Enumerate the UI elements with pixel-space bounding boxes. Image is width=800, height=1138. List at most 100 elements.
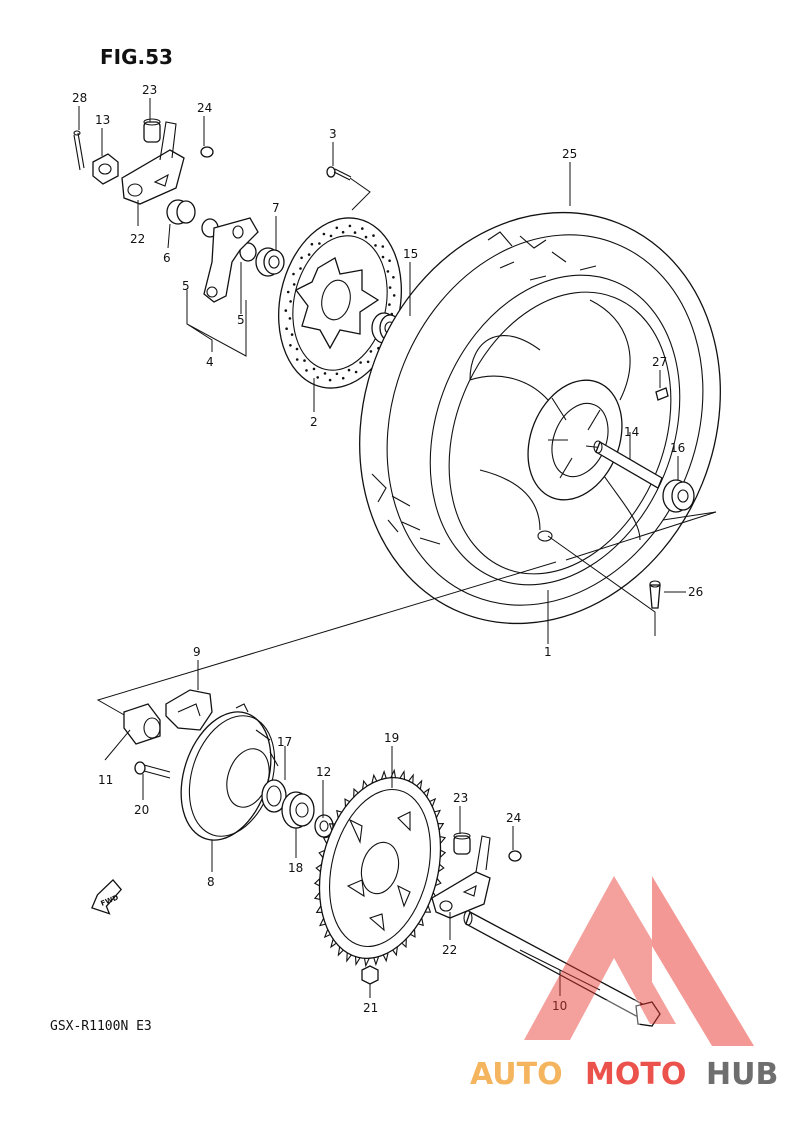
disc-hole (341, 376, 345, 380)
disc-hole (292, 272, 295, 276)
sprocket-tooth (438, 863, 445, 872)
sprocket-tooth (408, 773, 414, 784)
sprocket-tooth (315, 905, 323, 913)
sprocket-tooth (434, 809, 442, 819)
sprocket-tooth (401, 938, 407, 949)
disc-hole (392, 276, 395, 279)
disc-hole (286, 290, 290, 294)
sprocket-tooth (346, 952, 352, 963)
watermark-text-hub: HUB (706, 1057, 778, 1092)
disc-hole (318, 242, 321, 245)
sprocket-tooth (399, 769, 406, 780)
part-28-cotter-pin (73, 130, 85, 171)
watermark-logo-icon (524, 876, 754, 1046)
callout-17: 17 (277, 735, 292, 749)
disc-hole (292, 283, 296, 286)
disc-hole (392, 294, 396, 297)
sprocket-tooth (410, 929, 416, 938)
watermark-text-moto: MOTO (585, 1057, 686, 1092)
callout-24-lower: 24 (506, 811, 521, 825)
rear-wheel-assembly (359, 211, 721, 625)
sprocket-tooth (371, 773, 378, 784)
disc-hole (329, 234, 333, 238)
sprocket-tooth (354, 956, 361, 967)
part-17-oil-seal (261, 779, 287, 813)
sprocket-tooth (416, 779, 423, 790)
part-22-chain-adjuster-lower (431, 835, 491, 919)
sprocket-tooth (392, 946, 398, 957)
fwd-arrow-icon: FWD (91, 878, 123, 915)
callout-16: 16 (670, 441, 685, 455)
part-24-clip-lower (508, 850, 522, 862)
disc-hole (386, 270, 390, 273)
disc-hole (381, 245, 385, 248)
callout-26: 26 (688, 585, 703, 599)
figure-title: FIG.53 (100, 45, 173, 69)
sprocket-tooth (322, 836, 330, 844)
callout-8: 8 (207, 875, 215, 889)
disc-hole (310, 242, 314, 246)
callout-9: 9 (193, 645, 201, 659)
disc-hole (316, 376, 320, 379)
sprocket-tooth (318, 917, 326, 927)
disc-hole (307, 253, 311, 256)
part-10-axle (463, 910, 661, 1027)
part-4-caliper-bracket (203, 217, 259, 303)
part-20-bolt (134, 761, 171, 779)
sprocket-tooth (323, 929, 331, 939)
sprocket-tooth (425, 905, 432, 913)
sprocket-tooth (435, 878, 442, 887)
disc-hole (328, 378, 332, 382)
disc-hole (295, 347, 299, 351)
part-23-adjuster-lower (453, 832, 471, 855)
part-19-sprocket (318, 776, 442, 960)
callout-28: 28 (72, 91, 87, 105)
sprocket-tooth (382, 952, 389, 963)
part-22-chain-adjuster (121, 121, 185, 205)
disc-hole (312, 367, 316, 371)
callout-12: 12 (316, 765, 331, 779)
callout-22: 22 (130, 232, 145, 246)
part-21-nut (361, 965, 379, 985)
part-23-adjuster (143, 118, 161, 143)
sprocket-tooth (318, 849, 325, 858)
disc-hole (295, 358, 299, 361)
disc-hole (348, 224, 352, 228)
disc-hole (341, 230, 345, 234)
sprocket-tooth (429, 797, 437, 807)
disc-hole (366, 360, 370, 364)
sprocket-tooth (353, 787, 359, 798)
sprocket-tooth (313, 892, 321, 900)
callout-23-lower: 23 (453, 791, 468, 805)
part-3-bolt (326, 166, 352, 181)
sprocket-tooth (418, 917, 424, 927)
callout-24: 24 (197, 101, 212, 115)
disc-hole (354, 370, 358, 374)
disc-hole (323, 372, 327, 375)
part-24-clip (200, 146, 214, 158)
part-13-nut (92, 153, 119, 185)
callout-1: 1 (544, 645, 552, 659)
part-2-brake-disc (277, 217, 403, 389)
sprocket-tooth (328, 823, 335, 831)
disc-hole (303, 359, 306, 362)
part-14-spacer-tube (593, 440, 663, 489)
callout-5b: 5 (237, 313, 245, 327)
callout-10: 10 (552, 999, 567, 1013)
sprocket-tooth (362, 779, 368, 790)
callout-27: 27 (652, 355, 667, 369)
sprocket-tooth (315, 864, 322, 873)
disc-hole (290, 333, 294, 336)
disc-hole (361, 227, 364, 230)
callout-23: 23 (142, 83, 157, 97)
part-27-balance-weight (655, 387, 669, 401)
callout-4: 4 (206, 355, 214, 369)
disc-hole (388, 303, 391, 306)
callout-3: 3 (329, 127, 337, 141)
sprocket-tooth (439, 836, 447, 844)
sprocket-tooth (423, 787, 430, 798)
leader-lines (78, 98, 686, 998)
callout-13: 13 (95, 113, 110, 127)
sprocket-tooth (380, 769, 387, 780)
